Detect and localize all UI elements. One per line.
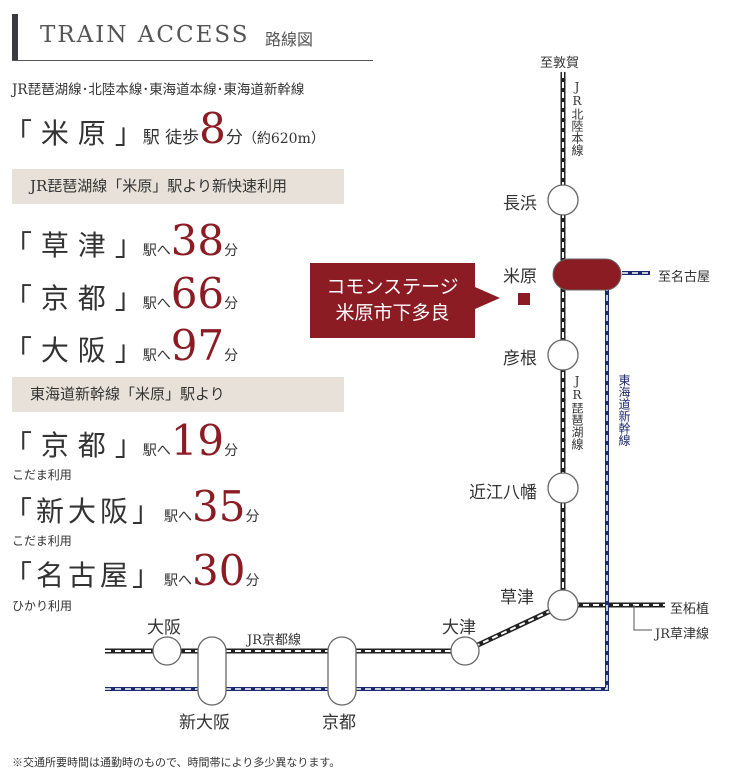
route-to: 駅へ — [142, 348, 171, 364]
footnote: ※交通所要時間は通勤時のもので、時間帯により多少異なります。 — [12, 756, 341, 769]
jr-lines — [105, 72, 665, 654]
route-minutes: 97 — [170, 321, 225, 370]
walk-info: 「 米 原 」駅 徒歩8分（約620m） — [4, 108, 325, 150]
walk-station: 「 米 原 」 — [4, 117, 143, 150]
header-divider — [12, 60, 373, 61]
label-osaka: 大阪 — [147, 618, 181, 638]
line-label-biwako: JR琵琶湖線 — [570, 374, 584, 450]
callout-arrow — [475, 287, 500, 309]
label-hikone: 彦根 — [503, 349, 537, 369]
route-dest: 「新大阪」 — [4, 495, 165, 528]
label-otsu: 大津 — [442, 618, 476, 638]
route-to: 駅へ — [142, 296, 171, 312]
dir-tsuge: 至柘植 — [670, 602, 710, 617]
label-nagahama: 長浜 — [503, 194, 537, 214]
route-dest: 「 大 阪 」 — [4, 334, 143, 367]
route-minutes: 66 — [170, 269, 225, 318]
label-maibara: 米原 — [503, 267, 537, 287]
route-to: 駅へ — [164, 573, 193, 589]
label-shinosaka: 新大阪 — [179, 713, 230, 733]
route-dest: 「 京 都 」 — [4, 429, 143, 462]
line-label-kusatsu: JR草津線 — [655, 627, 709, 642]
route-row: 「 草 津 」駅へ38分 — [4, 220, 238, 262]
route-unit: 分 — [224, 443, 239, 459]
line-label-hokuriku: JR北陸本線 — [570, 80, 584, 156]
line-label-shinkansen: 東海道新幹線 — [617, 374, 631, 446]
walk-distance: （約620m） — [242, 131, 325, 147]
route-note: こだま利用 — [12, 534, 72, 548]
dir-tsuruga: 至敦賀 — [540, 56, 580, 71]
route-note: こだま利用 — [12, 468, 72, 482]
route-row: 「 京 都 」駅へ19分 — [4, 420, 238, 462]
walk-label: 駅 徒歩 — [142, 128, 200, 148]
station-shinosaka[interactable] — [197, 636, 227, 706]
route-note: ひかり利用 — [12, 599, 73, 613]
route-minutes: 19 — [170, 416, 225, 465]
route-to: 駅へ — [164, 509, 193, 525]
station-omihachiman[interactable] — [547, 472, 579, 504]
station-hikone[interactable] — [547, 339, 579, 371]
kusatsu-line-leader — [633, 605, 652, 631]
header-bar — [12, 14, 18, 61]
route-minutes: 35 — [192, 482, 246, 531]
label-kyoto: 京都 — [322, 713, 356, 733]
callout-line2: 米原市下多良 — [335, 302, 450, 324]
station-osaka[interactable] — [152, 636, 182, 666]
route-unit: 分 — [224, 348, 239, 364]
route-dest: 「 京 都 」 — [4, 282, 143, 315]
route-row: 「 京 都 」駅へ66分 — [4, 273, 238, 315]
property-marker — [518, 293, 530, 305]
route-dest: 「 草 津 」 — [4, 229, 143, 262]
route-unit: 分 — [245, 573, 260, 589]
route-row: 「新大阪」駅へ35分 — [4, 486, 259, 528]
route-to: 駅へ — [142, 243, 171, 259]
walk-minutes: 8 — [199, 104, 226, 153]
page-title: TRAIN ACCESS — [40, 22, 250, 48]
route-to: 駅へ — [142, 443, 171, 459]
section1-label: JR琵琶湖線「米原」駅より新快速利用 — [12, 169, 344, 204]
route-unit: 分 — [245, 509, 260, 525]
station-kusatsu[interactable] — [547, 589, 579, 621]
callout-line1: コモンステージ — [326, 276, 459, 298]
route-row: 「 大 阪 」駅へ97分 — [4, 325, 238, 367]
station-nagahama[interactable] — [547, 184, 579, 216]
station-maibara[interactable] — [552, 258, 622, 291]
route-dest: 「名古屋」 — [4, 559, 165, 592]
station-kyoto[interactable] — [327, 636, 357, 706]
route-row: 「名古屋」駅へ30分 — [4, 550, 259, 592]
section2-label: 東海道新幹線「米原」駅より — [12, 377, 344, 412]
property-callout: コモンステージ米原市下多良 — [310, 263, 475, 338]
route-unit: 分 — [224, 296, 239, 312]
route-unit: 分 — [224, 243, 239, 259]
label-omihachiman: 近江八幡 — [469, 483, 537, 503]
route-minutes: 30 — [192, 546, 246, 595]
label-kusatsu: 草津 — [500, 588, 534, 608]
route-minutes: 38 — [170, 216, 225, 265]
lines-text: JR琵琶湖線･北陸本線･東海道本線･東海道新幹線 — [12, 82, 305, 98]
walk-unit: 分 — [225, 128, 243, 148]
dir-nagoya: 至名古屋 — [658, 270, 711, 285]
shinkansen-line — [105, 271, 650, 691]
line-label-kyoto: JR京都線 — [247, 633, 301, 648]
station-otsu[interactable] — [450, 636, 480, 666]
page-subtitle: 路線図 — [265, 30, 314, 49]
